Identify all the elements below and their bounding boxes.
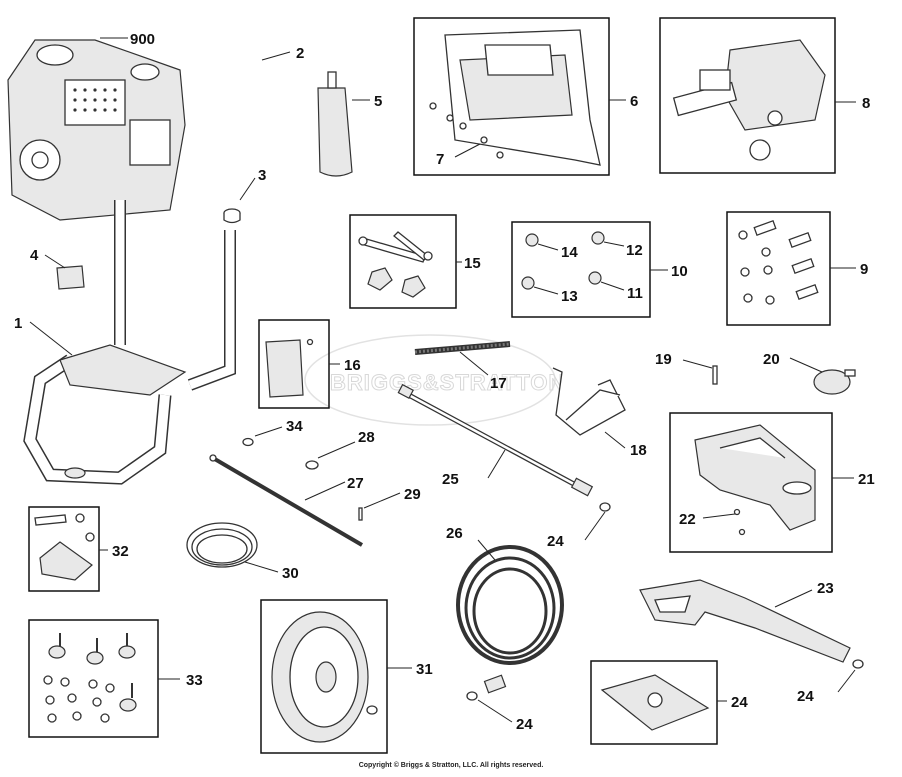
plug-part-3 (223, 208, 241, 224)
callout-4: 4 (30, 247, 39, 264)
callout-34: 34 (286, 418, 303, 435)
callout-8: 8 (862, 95, 870, 112)
callout-16: 16 (344, 357, 361, 374)
callout-27: 27 (347, 475, 364, 492)
callout-18: 18 (630, 442, 647, 459)
cap-part-20 (813, 369, 856, 395)
pin-part-29 (358, 507, 363, 521)
callout-9: 9 (860, 261, 868, 278)
screws-part-7 (429, 102, 504, 159)
hose-part-26 (456, 545, 564, 694)
box-part-8 (659, 17, 836, 174)
wheel-part-31 (271, 611, 378, 743)
pin-part-19 (712, 365, 718, 385)
callout-17: 17 (490, 375, 507, 392)
callout-7: 7 (436, 151, 444, 168)
callout-21: 21 (858, 471, 875, 488)
callout-2: 2 (296, 45, 304, 62)
bracket-part-21 (694, 424, 816, 531)
callout-29: 29 (404, 486, 421, 503)
callout-20: 20 (763, 351, 780, 368)
callout-3: 3 (258, 167, 266, 184)
callout-22: 22 (679, 511, 696, 528)
callout-5: 5 (374, 93, 382, 110)
pump-part-8 (672, 39, 826, 161)
engine-part-900 (7, 39, 186, 221)
box-part-21 (669, 412, 833, 553)
box-part-15 (349, 214, 457, 309)
box-part-6 (413, 17, 610, 176)
mounts-part-33 (43, 633, 137, 723)
decal-part-4 (56, 265, 85, 290)
frame-part-1 (23, 200, 236, 485)
decal-part-16 (265, 338, 314, 398)
callout-15: 15 (464, 255, 481, 272)
callout-11: 11 (627, 285, 643, 302)
washer-part-34 (242, 437, 254, 447)
box-part-31 (260, 599, 388, 754)
foot-part-32 (34, 513, 95, 581)
callout-6: 6 (630, 93, 638, 110)
callout-32: 32 (112, 543, 129, 560)
callout-25: 25 (442, 471, 459, 488)
callout-19: 19 (655, 351, 672, 368)
oring-part-24-gun (852, 659, 864, 669)
callout-12: 12 (626, 242, 643, 259)
gun-part-23 (639, 579, 851, 663)
callout-1: 1 (14, 315, 22, 332)
callout-30: 30 (282, 565, 299, 582)
box-part-32 (28, 506, 100, 592)
callout-24-gun: 24 (797, 688, 814, 705)
spring-part-17 (414, 341, 511, 355)
plate-part-24 (600, 674, 710, 731)
callout-24-hose: 24 (516, 716, 533, 733)
callout-24-plate: 24 (731, 694, 748, 711)
axle-part-27 (209, 454, 364, 547)
copyright-notice: Copyright © Briggs & Stratton, LLC. All … (358, 762, 544, 769)
lance-part-25 (397, 383, 594, 497)
shroud-part-6 (444, 29, 601, 166)
knobs-parts-11-14 (521, 231, 605, 290)
oring-part-24-lance (599, 502, 611, 512)
tube-part-5 (317, 71, 353, 177)
watermark-logo: BRIGGS&STRATTON (304, 334, 565, 426)
hose-part-30 (186, 522, 258, 568)
callout-24-lance: 24 (547, 533, 564, 550)
callout-31: 31 (416, 661, 433, 678)
watermark-text: BRIGGS&STRATTON (330, 370, 565, 395)
callout-28: 28 (358, 429, 375, 446)
bolts-part-15 (358, 231, 433, 298)
washer-part-28 (305, 460, 319, 470)
screws-part-22 (733, 508, 746, 536)
callout-14: 14 (561, 244, 578, 261)
callout-900: 900 (130, 31, 155, 48)
callout-26: 26 (446, 525, 463, 542)
callout-23: 23 (817, 580, 834, 597)
handle-part-2 (186, 61, 294, 280)
callout-13: 13 (561, 288, 578, 305)
callout-33: 33 (186, 672, 203, 689)
hardware-part-9 (738, 219, 819, 305)
box-part-24-plate (590, 660, 718, 745)
oring-part-24-hose (466, 691, 478, 701)
callout-10: 10 (671, 263, 688, 280)
holder-part-18 (552, 367, 626, 436)
